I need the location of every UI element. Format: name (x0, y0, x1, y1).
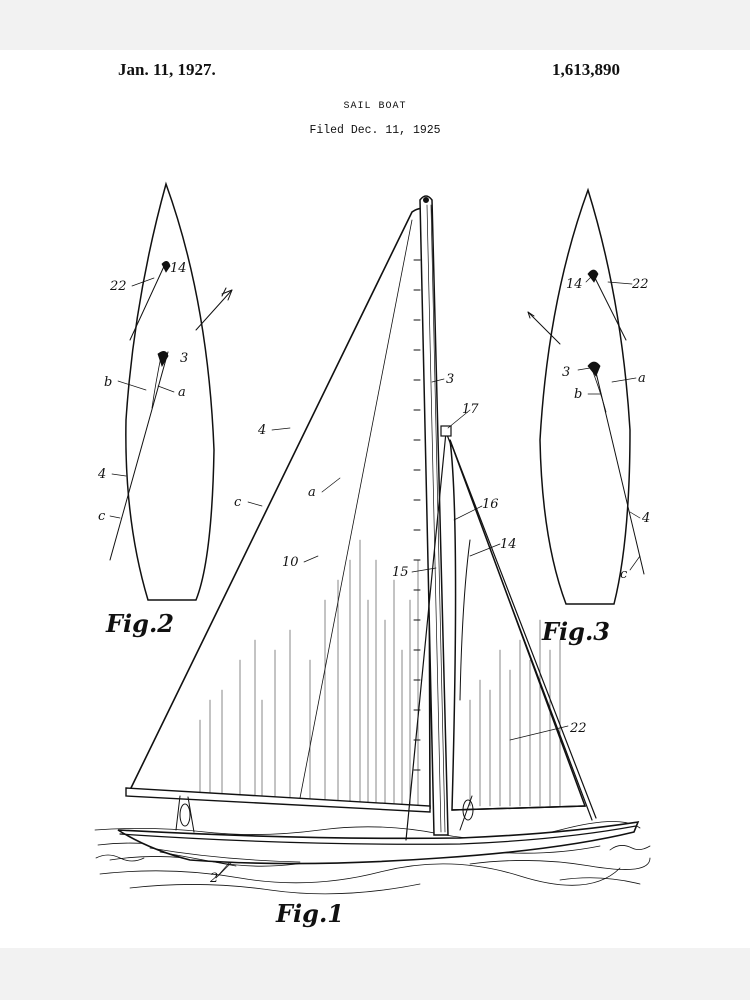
fig3-label-a: a (638, 371, 646, 386)
fig2-label-4: 4 (97, 467, 106, 482)
label-22: 22 (569, 721, 587, 736)
hull (117, 820, 640, 879)
label-a: a (308, 485, 316, 500)
fig2-label-b: b (104, 375, 112, 390)
mast (419, 195, 449, 836)
fig1-labels: 4 c a 10 3 17 16 14 15 22 2 (209, 372, 587, 886)
label-14: 14 (500, 537, 517, 552)
fig2-caption: Fig.2 (105, 609, 174, 638)
label-17: 17 (462, 402, 479, 417)
patent-number: 1,613,890 (552, 60, 620, 79)
label-2: 2 (209, 871, 218, 886)
fig1-sailboat: 4 c a 10 3 17 16 14 15 22 2 (94, 195, 651, 895)
jib-sail (449, 439, 587, 831)
fig1-leader-lines (217, 378, 569, 877)
label-15: 15 (392, 565, 409, 580)
label-4: 4 (257, 423, 266, 438)
label-10: 10 (282, 555, 299, 570)
label-16: 16 (482, 497, 499, 512)
fig2-label-22: 22 (109, 279, 127, 294)
fig3-label-22: 22 (631, 277, 649, 292)
fig3-label-c: c (620, 567, 628, 582)
fig2-label-c: c (98, 509, 106, 524)
boom (125, 787, 431, 833)
fig2-label-a: a (178, 385, 186, 400)
filed-date: Filed Dec. 11, 1925 (309, 124, 441, 137)
fig3-label-14: 14 (566, 277, 583, 292)
fig3-label-4: 4 (641, 511, 650, 526)
fig3-plan-view: 14 22 3 a b 4 c Fig.3 (527, 187, 650, 646)
fig3-label-3: 3 (562, 365, 570, 380)
patent-date: Jan. 11, 1927. (118, 60, 216, 79)
fig3-caption: Fig.3 (541, 617, 610, 646)
fig1-caption: Fig.1 (275, 899, 344, 928)
fig2-plan-view: 22 14 3 b a 4 c Fig.2 (97, 181, 233, 638)
label-c: c (234, 495, 242, 510)
fig3-label-b: b (574, 387, 582, 402)
fig2-label-3: 3 (180, 351, 188, 366)
fig2-label-14: 14 (170, 261, 187, 276)
patent-title: SAIL BOAT (343, 101, 407, 112)
label-3: 3 (446, 372, 454, 387)
